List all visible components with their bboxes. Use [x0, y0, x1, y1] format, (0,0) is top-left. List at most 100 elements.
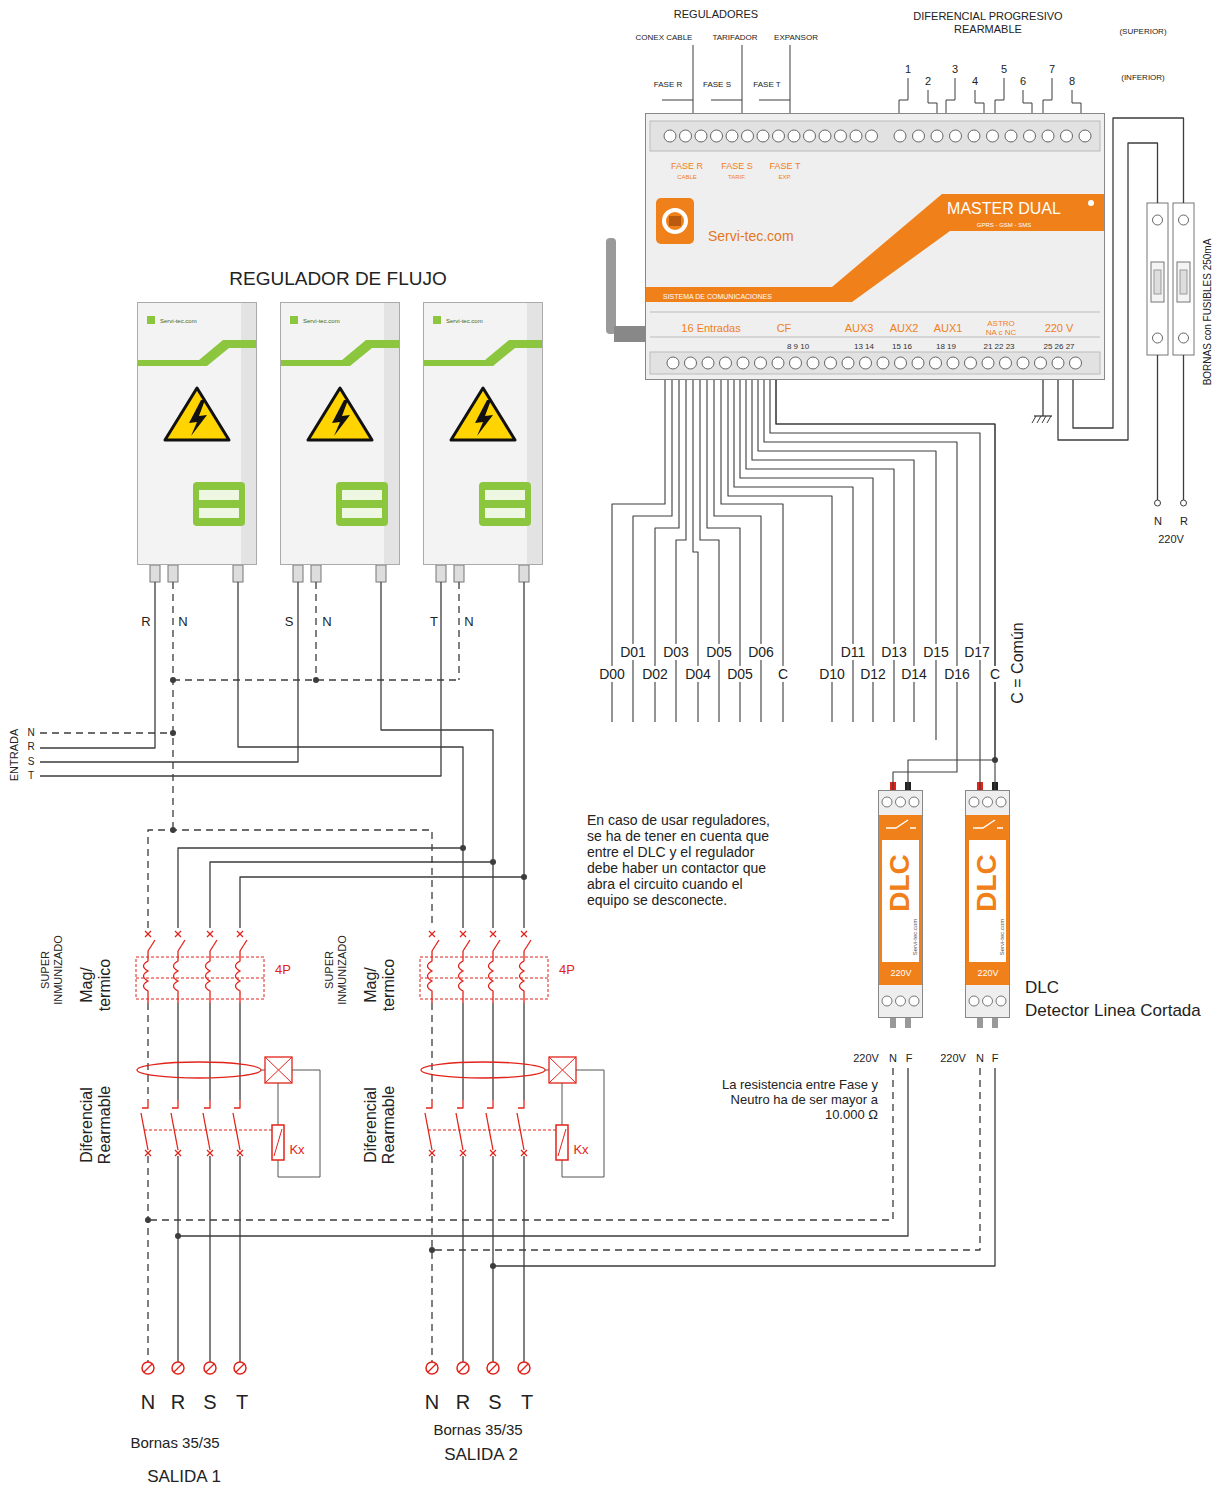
detector-housing [965, 790, 1010, 1018]
ground-symbol [1042, 416, 1046, 423]
wire [523, 1003, 524, 1100]
leader-line [995, 78, 1004, 113]
junction-dot [175, 1233, 181, 1239]
terminal-spec: Bornas 35/35 [431, 1421, 524, 1438]
breaker-contact [207, 931, 213, 937]
phase-label: R [25, 741, 36, 753]
output-terminal [174, 1364, 182, 1372]
phase-label: N [320, 615, 333, 630]
breaker-blade [178, 940, 185, 951]
signal-name: D15 [921, 644, 951, 660]
wire [238, 582, 463, 928]
switch-blade [203, 1113, 210, 1150]
breaker-contact [490, 931, 496, 937]
output-terminal [454, 565, 464, 582]
terminal-screw [1179, 333, 1189, 343]
terminal-screw [695, 130, 707, 142]
terminal-pin [905, 1018, 911, 1028]
neutral-wire [148, 830, 432, 928]
terminal-screw [804, 130, 816, 142]
breaker-link [136, 957, 264, 999]
terminal-screw [968, 130, 980, 142]
breaker-blade [432, 940, 439, 951]
port-label: AUX2 [890, 322, 919, 335]
wire [239, 1156, 240, 1362]
terminal-strip [650, 121, 1100, 151]
signal-name: D12 [858, 666, 888, 682]
terminal-screw [969, 797, 979, 807]
phase-label: T [428, 615, 440, 630]
display-panel [336, 482, 388, 526]
display-line [485, 508, 525, 518]
breaker-contact [460, 931, 466, 937]
display-panel [479, 482, 531, 526]
phase-label: N [176, 615, 189, 630]
terminal-screw [1024, 130, 1036, 142]
neutral-wire [172, 582, 173, 830]
wire [492, 1156, 493, 1362]
pole-count: 4P [557, 963, 577, 978]
terminal-screw [1052, 357, 1064, 369]
terminal-screw [685, 357, 697, 369]
signal-name: D00 [597, 666, 627, 682]
output-name: SALIDA 1 [145, 1467, 223, 1487]
wire [178, 1068, 908, 1236]
switch-contact [521, 1150, 527, 1156]
output-terminal [236, 1364, 244, 1372]
wire [1183, 355, 1184, 500]
port-label: FASE S [721, 161, 753, 171]
signal-name: D10 [817, 666, 847, 682]
fuse [1154, 270, 1161, 294]
breaker-contact [429, 931, 435, 937]
relay-contact [997, 827, 1003, 829]
detector-housing [878, 790, 923, 1018]
trip-wire [278, 1070, 320, 1177]
wire [177, 1003, 178, 1100]
warning-sign [451, 388, 515, 440]
detector-band [878, 815, 923, 985]
breaker-link [428, 1130, 556, 1131]
output-terminal [487, 1362, 499, 1374]
terminal-screw [667, 357, 679, 369]
wire [462, 1156, 463, 1362]
breaker-contact [237, 931, 243, 937]
terminal-number: 2 [923, 75, 933, 88]
switch-blade [486, 1113, 493, 1150]
terminal-screw [835, 130, 847, 142]
phase-label: S [283, 615, 296, 630]
terminal-screw [896, 996, 906, 1006]
switch-contact [175, 1150, 181, 1156]
brand-icon [433, 316, 441, 324]
output-terminal [233, 565, 243, 582]
phase-label: R [1178, 515, 1190, 528]
breaker-contact [460, 931, 466, 937]
port-label: AUX3 [845, 322, 874, 335]
terminal-screw [1179, 215, 1189, 225]
component-label: Detector Linea Cortada [1023, 1001, 1203, 1021]
terminal-screw [664, 130, 676, 142]
pin-name: N [887, 1052, 899, 1065]
terminal-screw [711, 130, 723, 142]
terminal-screw [931, 130, 943, 142]
lightning-bolt [475, 400, 493, 436]
note: La resistencia entre Fase y Neutro ha de… [691, 1078, 880, 1123]
wire [492, 1003, 493, 1100]
display-line [199, 490, 239, 500]
phase-label: S [26, 756, 37, 768]
product-name: DLC [971, 854, 1003, 912]
switch-contact [490, 1150, 496, 1156]
band-caption: SISTEMA DE COMUNICACIONES [663, 293, 772, 301]
terminal-screw [909, 996, 919, 1006]
terminal-screw [895, 357, 907, 369]
antenna-connector [614, 326, 646, 342]
thermal-coil [174, 951, 179, 1003]
status-led [1088, 200, 1094, 206]
brand-name: Servi-tec.com [303, 318, 340, 325]
signal-name: C [988, 666, 1002, 682]
leader-line [1023, 90, 1032, 113]
signal-name: D01 [618, 644, 648, 660]
terminal-screw [969, 996, 979, 1006]
switch-contact [145, 1150, 151, 1156]
switch-blade [517, 1113, 524, 1150]
wire [210, 862, 493, 928]
